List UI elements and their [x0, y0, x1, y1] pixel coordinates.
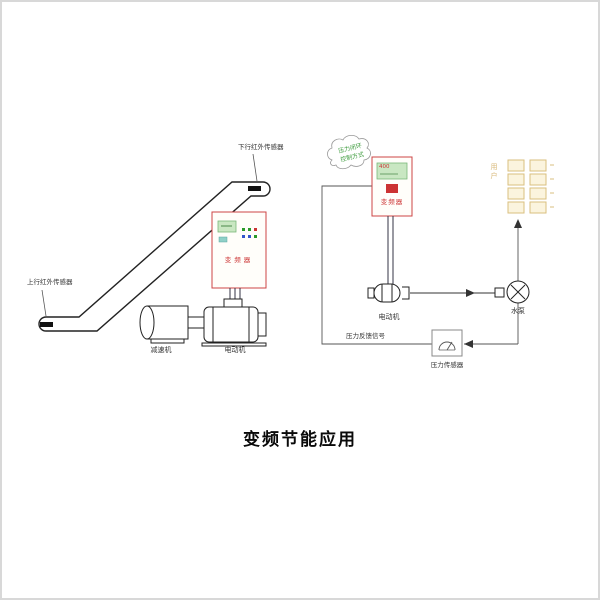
down-sensor-leader-line [252, 153, 258, 182]
label-user: 用户 [490, 163, 498, 181]
motor-cables-right [387, 216, 394, 284]
label-motor-right: 电动机 [378, 313, 400, 321]
label-pump: 水泵 [511, 307, 525, 315]
thought-cloud [327, 134, 371, 170]
label-inverter-left: 变频器 [224, 256, 254, 264]
motor-shape-left [201, 298, 267, 347]
ir-sensor-bottom-icon [40, 322, 53, 327]
label-inverter-right: 变频器 [380, 198, 404, 206]
page-title: 变频节能应用 [243, 430, 357, 450]
arrow-to-user-icon [514, 219, 522, 228]
up-sensor-leader-line [41, 289, 47, 317]
arrow-to-pump-icon [466, 289, 475, 297]
label-down-ir-sensor: 下行红外传感器 [238, 143, 284, 151]
inverter-right-display-value: 400 [379, 164, 390, 170]
inverter-left-keypad-dots [242, 228, 257, 238]
user-grid [507, 159, 554, 214]
pressure-sensor-shape [431, 329, 463, 357]
label-motor-left: 电动机 [224, 346, 246, 354]
pump-shape [494, 280, 530, 304]
inverter-right-display [376, 162, 408, 180]
label-pressure-sensor: 压力传感器 [430, 361, 464, 369]
arrow-to-sensor-icon [464, 340, 473, 348]
motor-wires-left [229, 288, 241, 299]
reducer-shape [139, 305, 205, 344]
label-up-ir-sensor: 上行红外传感器 [27, 278, 73, 286]
inverter-left-indicator [218, 236, 228, 243]
label-reducer: 减速机 [150, 346, 172, 354]
feedback-loop-line [321, 185, 432, 345]
inverter-right-red-button [386, 184, 398, 193]
motor-shape-right [367, 283, 410, 303]
ir-sensor-top-icon [248, 186, 261, 191]
label-feedback-signal: 压力反馈信号 [346, 332, 385, 340]
